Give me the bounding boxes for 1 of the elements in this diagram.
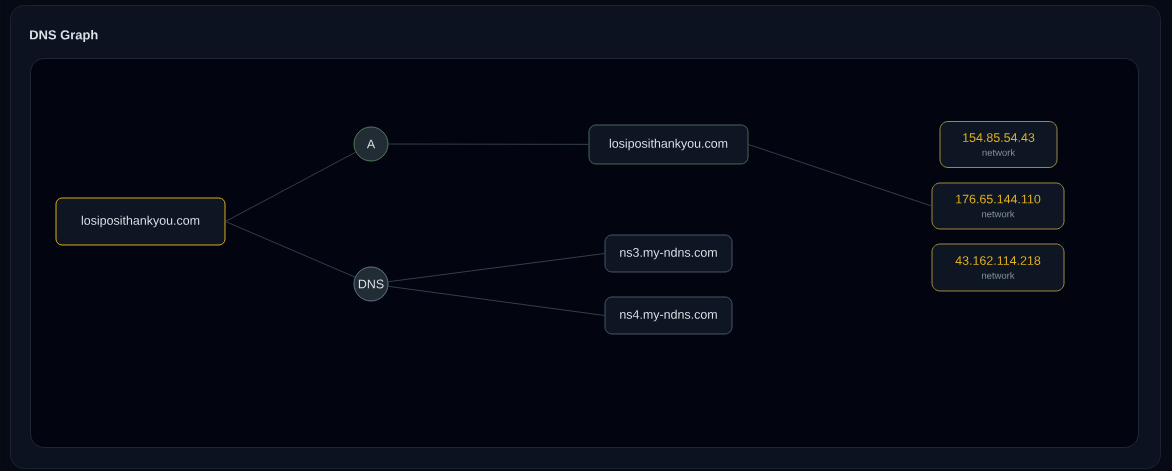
panel-title: DNS Graph bbox=[30, 29, 98, 43]
